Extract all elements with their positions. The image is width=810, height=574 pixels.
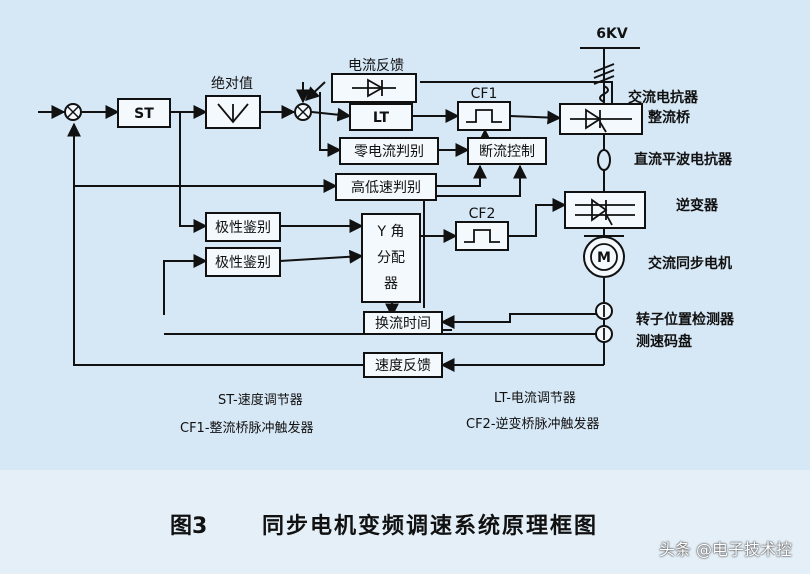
motor-symbol: M (597, 250, 611, 266)
tacho-disk-icon (595, 325, 613, 343)
legend-cf2: CF2-逆变桥脉冲触发器 (466, 416, 600, 432)
thyristor-icon (591, 198, 608, 222)
block-cutoff-label: 断流控制 (479, 144, 535, 160)
pulse-icon (464, 229, 500, 243)
block-cf2-label: CF2 (469, 206, 496, 222)
label-inverter: 逆变器 (676, 197, 719, 214)
block-commutation-label: 换流时间 (375, 315, 431, 332)
block-speed-feedback: 速度反馈 (363, 352, 443, 378)
block-speed-feedback-label: 速度反馈 (375, 358, 431, 374)
legend-cf1: CF1-整流桥脉冲触发器 (180, 420, 314, 436)
label-ac-reactor: 交流电抗器 (628, 89, 699, 106)
block-lt-label: LT (373, 110, 390, 126)
block-zero-current: 零电流判别 (339, 137, 439, 165)
summing-junction-current (294, 103, 312, 121)
label-tacho-disk: 测速码盘 (636, 333, 692, 350)
legend-st: ST-速度调节器 (218, 392, 303, 408)
block-lt: LT (349, 103, 413, 131)
block-speed-judge: 高低速判别 (335, 173, 437, 201)
block-cf1: CF1 (457, 86, 511, 131)
diode-icon (367, 78, 384, 98)
block-polarity-2-label: 极性鉴别 (215, 255, 271, 271)
block-polarity-2: 极性鉴别 (205, 247, 281, 277)
legend-lt: LT-电流调节器 (494, 391, 576, 406)
figure-number: 图3 (170, 514, 208, 539)
block-st-label: ST (134, 106, 154, 122)
dc-reactor-icon (597, 149, 611, 171)
block-gamma-distributor: Y 角 分配 器 (361, 213, 421, 303)
block-zero-current-label: 零电流判别 (354, 144, 424, 160)
block-abs: 绝对值 (205, 76, 261, 129)
label-rotor-detector: 转子位置检测器 (636, 311, 735, 328)
block-polarity-1: 极性鉴别 (205, 212, 281, 242)
block-cf2: CF2 (455, 206, 509, 251)
ac-reactor-icon (599, 85, 609, 103)
three-phase-mark-icon (593, 63, 615, 85)
figure-title: 同步电机变频调速系统原理框图 (262, 514, 599, 539)
pulse-icon (466, 109, 502, 123)
block-gamma-line3: 器 (384, 276, 398, 292)
block-abs-label: 绝对值 (211, 76, 253, 92)
watermark: 头条 @电子技术控 (658, 540, 792, 559)
block-gamma-line1: Y 角 (376, 224, 404, 240)
rectifier-bridge (559, 103, 643, 135)
block-cutoff: 断流控制 (467, 137, 547, 165)
block-current-feedback: 电流反馈 (331, 58, 417, 103)
summing-junction-speed (64, 103, 82, 121)
inverter-bridge (564, 191, 646, 229)
rotor-detector-icon (595, 302, 613, 320)
label-rectifier: 整流桥 (647, 109, 691, 126)
block-commutation: 换流时间 (363, 311, 443, 335)
block-cf1-label: CF1 (471, 86, 498, 102)
thyristor-icon (585, 108, 602, 130)
sync-motor: M (583, 235, 625, 278)
block-gamma-line2: 分配 (377, 250, 405, 266)
block-st: ST (117, 98, 171, 128)
block-speed-judge-label: 高低速判别 (351, 179, 421, 196)
block-current-feedback-label: 电流反馈 (348, 58, 404, 74)
label-dc-reactor: 直流平波电抗器 (634, 151, 733, 168)
label-sync-motor: 交流同步电机 (648, 255, 732, 272)
block-polarity-1-label: 极性鉴别 (215, 220, 271, 236)
supply-voltage-label: 6KV (596, 26, 628, 42)
